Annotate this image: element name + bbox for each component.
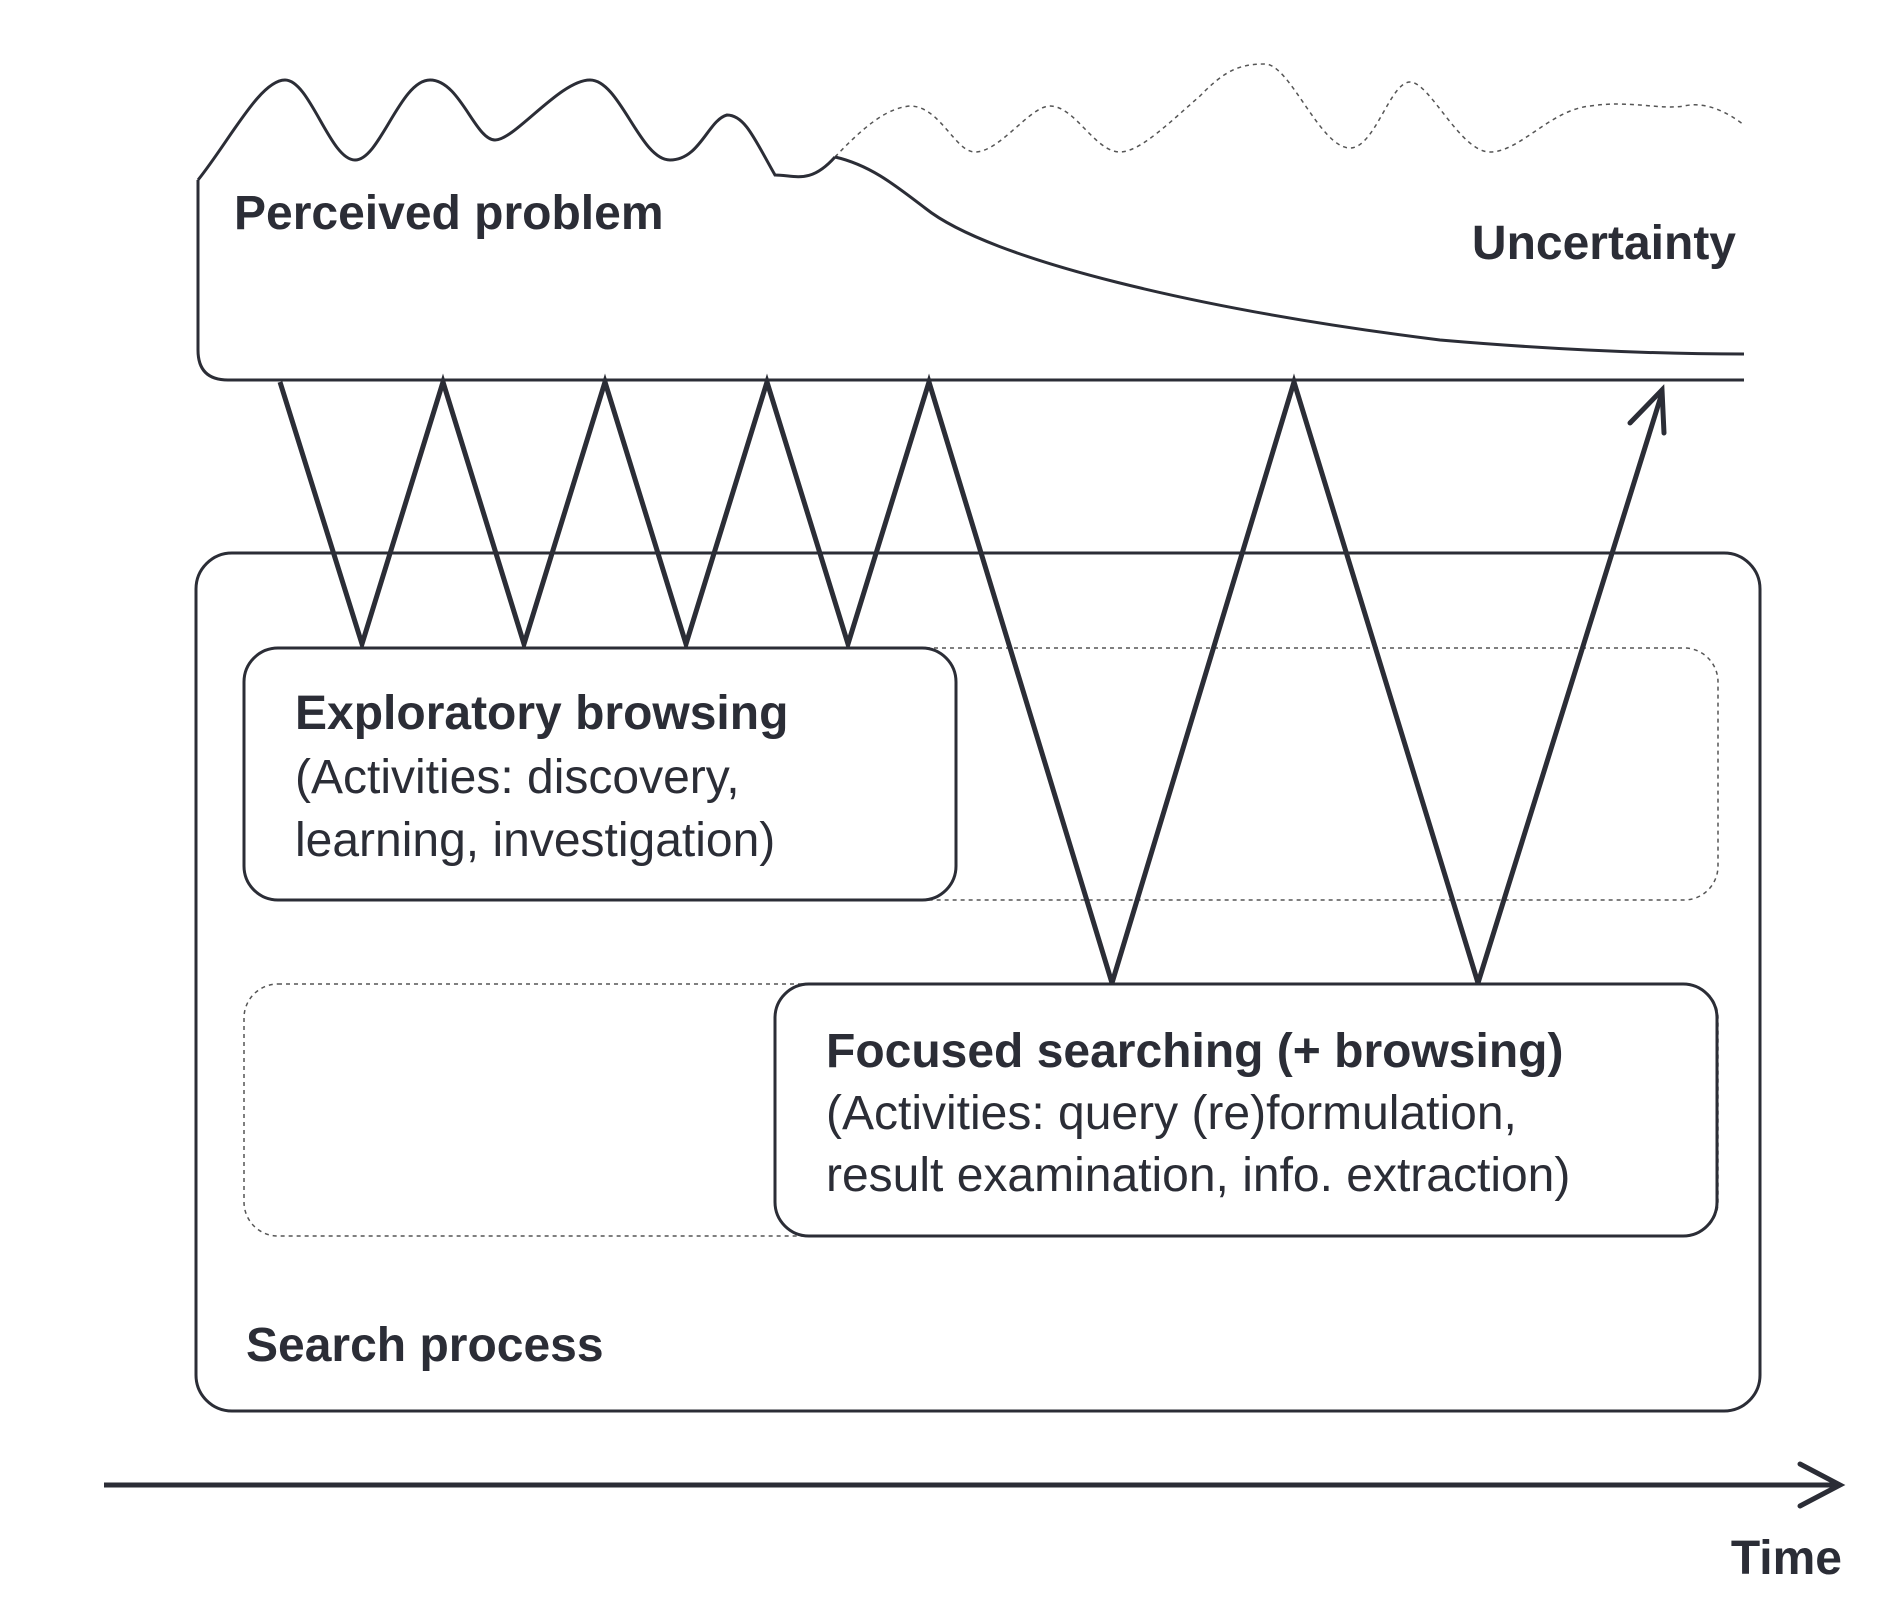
- zigzag-arrowhead: [1627, 384, 1667, 436]
- focused-searching-box: [773, 982, 1719, 1238]
- perceived-problem-wavy-top: [196, 78, 837, 181]
- time-axis-label: Time: [1731, 1532, 1842, 1585]
- exploratory-title: Exploratory browsing: [295, 687, 788, 740]
- search-process-label: Search process: [246, 1319, 604, 1372]
- focused-line1: (Activities: query (re)formulation,: [826, 1087, 1517, 1140]
- focused-line2: result examination, info. extraction): [826, 1149, 1570, 1202]
- exploratory-line1: (Activities: discovery,: [295, 751, 740, 804]
- perceived-problem-outline: [196, 180, 1744, 382]
- exploratory-line2: learning, investigation): [295, 814, 775, 867]
- uncertainty-dashed-curve: [834, 63, 1745, 158]
- search-process-box: [194, 551, 1762, 1413]
- perceived-problem-label: Perceived problem: [234, 187, 664, 240]
- focused-title: Focused searching (+ browsing): [826, 1025, 1563, 1078]
- search-iteration-zigzag: [277, 373, 1665, 992]
- uncertainty-label: Uncertainty: [1472, 217, 1736, 270]
- uncertainty-decay-curve: [834, 155, 1745, 356]
- time-axis-arrowhead: [1797, 1461, 1846, 1509]
- exploratory-browsing-box: [242, 646, 958, 902]
